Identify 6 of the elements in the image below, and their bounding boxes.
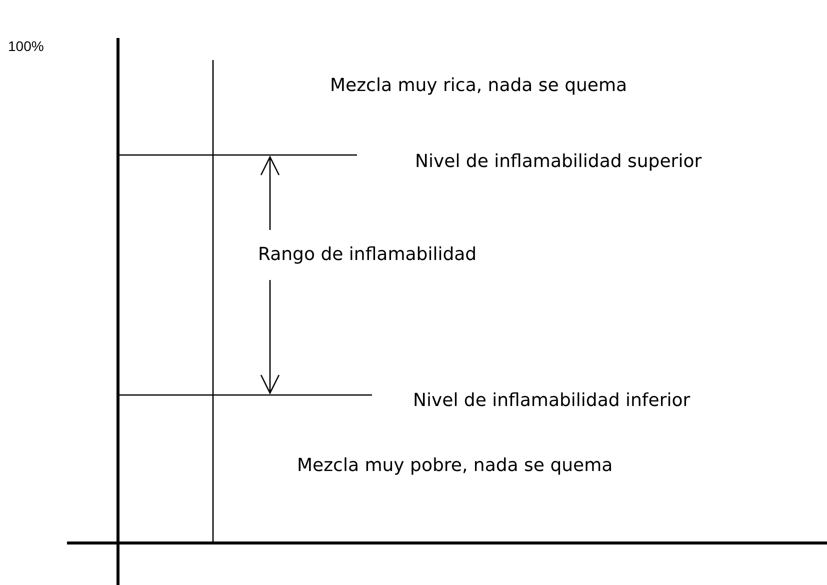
limit-label: Nivel de inflamabilidad superior [415,151,702,173]
region-label: Mezcla muy pobre, nada se quema [297,455,613,477]
axis-label: 100% [8,38,44,55]
limit-label: Nivel de inflamabilidad inferior [413,390,690,412]
region-label: Mezcla muy rica, nada se quema [330,75,628,97]
range-label: Rango de inflamabilidad [258,244,477,266]
